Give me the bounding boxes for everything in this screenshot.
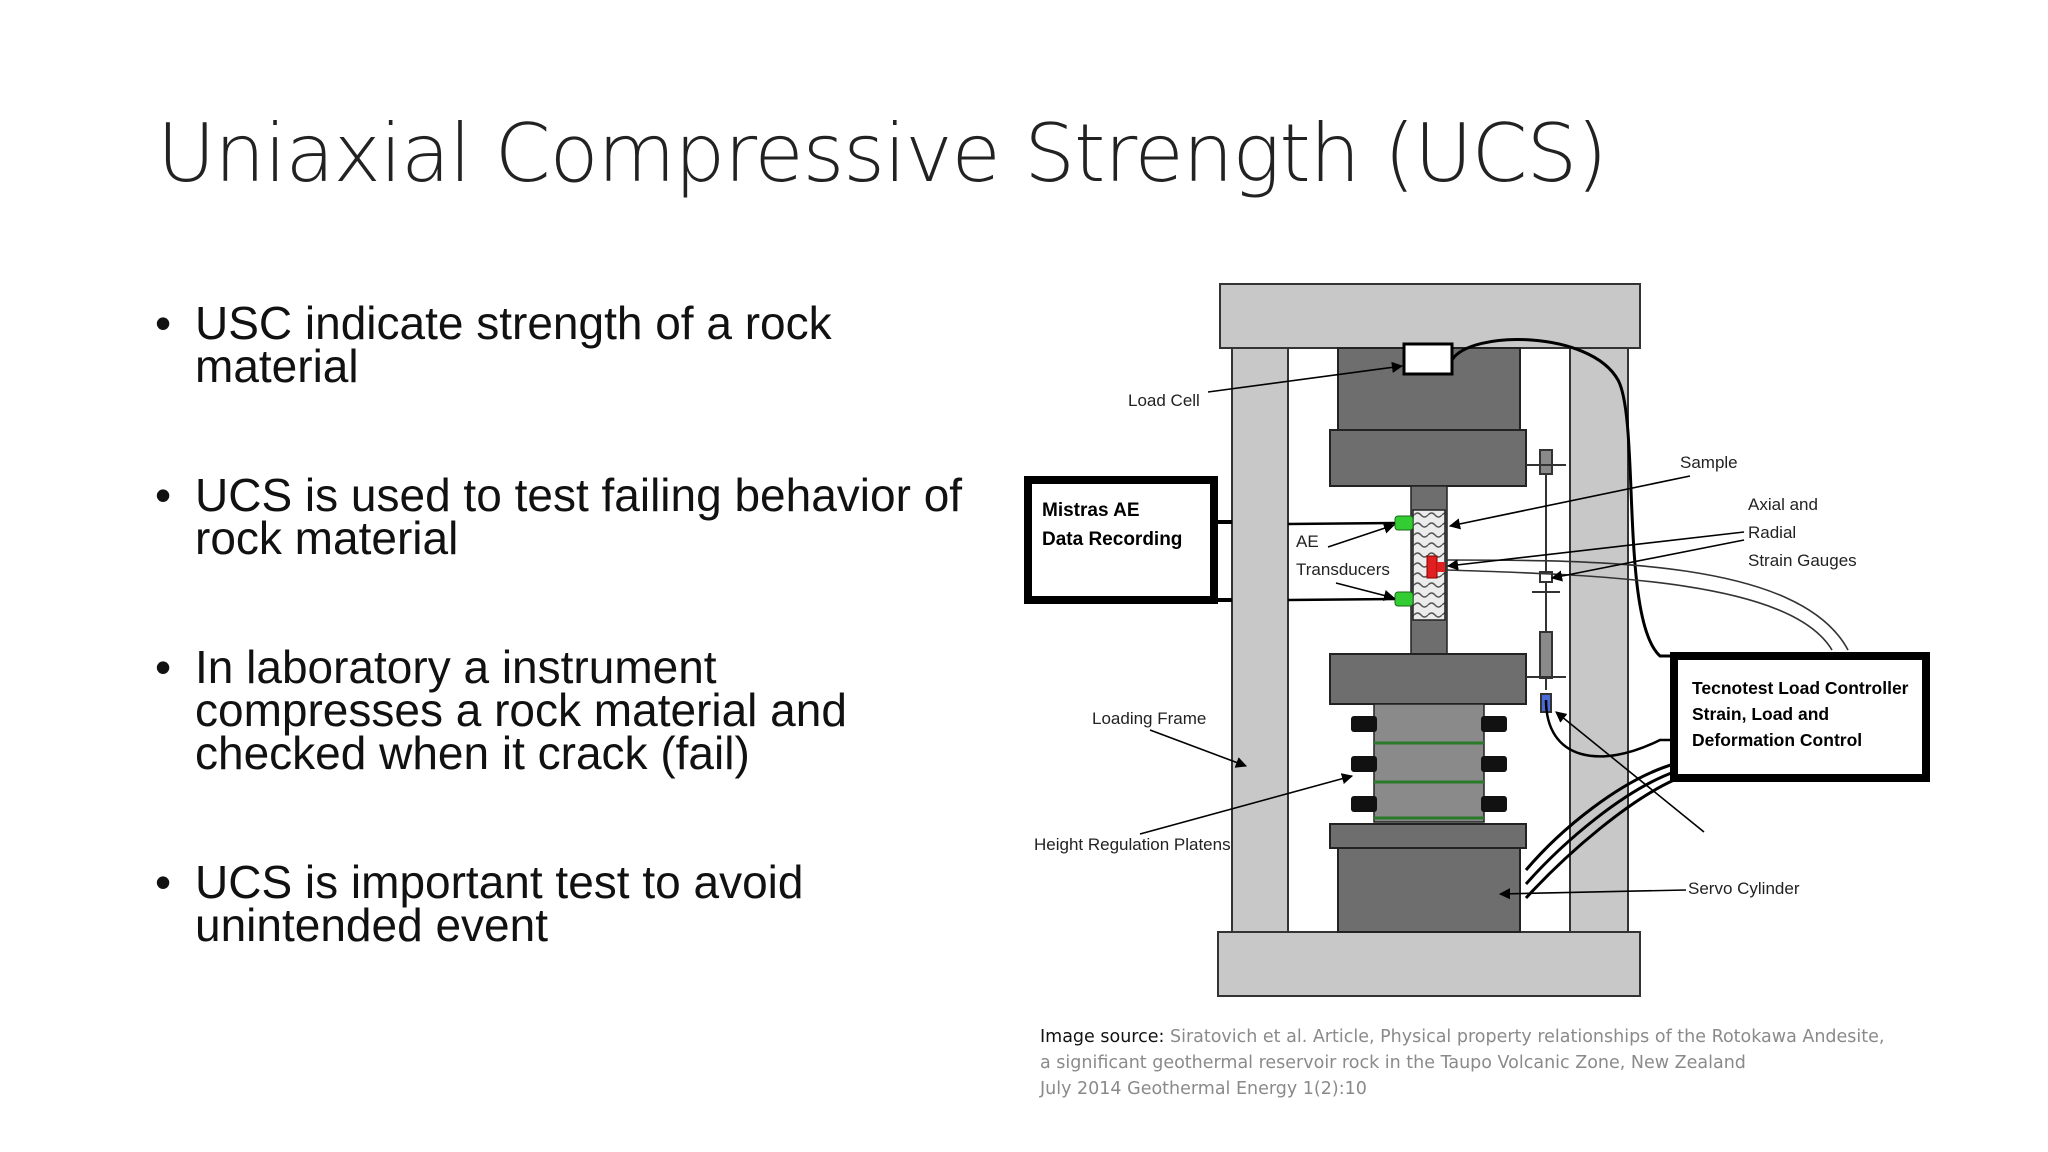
ae-label: AE bbox=[1296, 532, 1319, 551]
strain-gauges-label: Radial bbox=[1748, 523, 1796, 542]
height-regulation-platens bbox=[1351, 703, 1507, 823]
slide-title: Uniaxial Compressive Strength (UCS) bbox=[157, 107, 1608, 200]
bullet-dot: • bbox=[155, 297, 172, 349]
servo-cylinder-arrow bbox=[1498, 888, 1687, 900]
bullet-line: rock material bbox=[195, 512, 459, 564]
strain-gauges-label: Strain Gauges bbox=[1748, 551, 1857, 570]
loading-frame-arrow bbox=[1149, 729, 1248, 768]
bullet-dot: • bbox=[155, 641, 172, 693]
height-regulation-arrow bbox=[1139, 773, 1354, 835]
ae-cable bbox=[1287, 521, 1396, 602]
strain-gauges-label: Axial and bbox=[1748, 495, 1818, 514]
bullet-line: USC indicate strength of a rock bbox=[195, 297, 832, 349]
strain-gauge bbox=[1426, 555, 1438, 579]
loading-frame-label: Loading Frame bbox=[1092, 709, 1206, 728]
bullet-dot: • bbox=[155, 469, 172, 521]
source-line: July 2014 Geothermal Energy 1(2):10 bbox=[1040, 1079, 1367, 1099]
bullet-line: In laboratory a instrument bbox=[195, 641, 717, 693]
bullet-item: • UCS is used to test failing behavior o… bbox=[155, 469, 995, 564]
upper-platen bbox=[1329, 347, 1527, 487]
mistras-label: Mistras AE bbox=[1042, 500, 1140, 521]
control-cables bbox=[1450, 338, 1675, 900]
tecnotest-label: Strain, Load and bbox=[1692, 704, 1829, 724]
strain-gauges-arrow bbox=[1550, 539, 1745, 582]
load-cell bbox=[1402, 342, 1454, 376]
image-source: Image source: Siratovich et al. Article,… bbox=[1040, 1024, 1940, 1102]
bullet-dot: • bbox=[155, 856, 172, 908]
loading-frame bbox=[1217, 283, 1641, 997]
bullet-item: • USC indicate strength of a rock materi… bbox=[155, 297, 995, 392]
strain-gauges-arrow bbox=[1446, 531, 1745, 571]
source-line: a significant geothermal reservoir rock … bbox=[1040, 1053, 1746, 1073]
ae-transducer bbox=[1394, 515, 1414, 531]
sample-label: Sample bbox=[1680, 453, 1738, 472]
mistras-label: Data Recording bbox=[1042, 529, 1182, 550]
source-text: Siratovich et al. Article, Physical prop… bbox=[1169, 1027, 1885, 1047]
bullet-line: compresses a rock material and bbox=[195, 684, 847, 736]
sample-arrow bbox=[1448, 475, 1691, 530]
bullet-item: • In laboratory a instrument compresses … bbox=[155, 641, 995, 779]
bullet-line: UCS is used to test failing behavior of bbox=[195, 469, 963, 521]
height-regulation-label: Height Regulation Platens bbox=[1034, 835, 1231, 854]
bullet-line: unintended event bbox=[195, 899, 548, 951]
source-label: Image source: bbox=[1040, 1027, 1165, 1047]
strain-gauge bbox=[1437, 562, 1445, 572]
gauge-cables bbox=[1446, 559, 1849, 651]
servo-cylinder-label: Servo Cylinder bbox=[1688, 879, 1800, 898]
ae-transducer bbox=[1394, 591, 1414, 607]
servo-cylinder bbox=[1329, 823, 1527, 933]
ae-arrow bbox=[1335, 582, 1396, 601]
bullet-list: • USC indicate strength of a rock materi… bbox=[155, 297, 995, 1033]
load-cell-arrow bbox=[1207, 361, 1404, 393]
servo-arrow bbox=[1555, 711, 1705, 833]
tecnotest-label: Tecnotest Load Controller bbox=[1692, 678, 1909, 698]
ae-arrow bbox=[1327, 522, 1396, 548]
ucs-apparatus-diagram: Mistras AE Data Recording AE Transducers… bbox=[1024, 283, 1930, 997]
mistras-box bbox=[1024, 476, 1232, 604]
bullet-line: material bbox=[195, 340, 359, 392]
source-line: Image source: Siratovich et al. Article,… bbox=[1040, 1024, 1940, 1050]
extensometer bbox=[1526, 449, 1566, 713]
tecnotest-label: Deformation Control bbox=[1692, 730, 1862, 750]
bullet-line: UCS is important test to avoid bbox=[195, 856, 804, 908]
transducers-label: Transducers bbox=[1296, 560, 1390, 579]
bullet-item: • UCS is important test to avoid uninten… bbox=[155, 856, 995, 951]
load-cell-label: Load Cell bbox=[1128, 391, 1200, 410]
lower-platen bbox=[1329, 653, 1527, 705]
tecnotest-box bbox=[1670, 652, 1930, 782]
bullet-line: checked when it crack (fail) bbox=[195, 727, 750, 779]
